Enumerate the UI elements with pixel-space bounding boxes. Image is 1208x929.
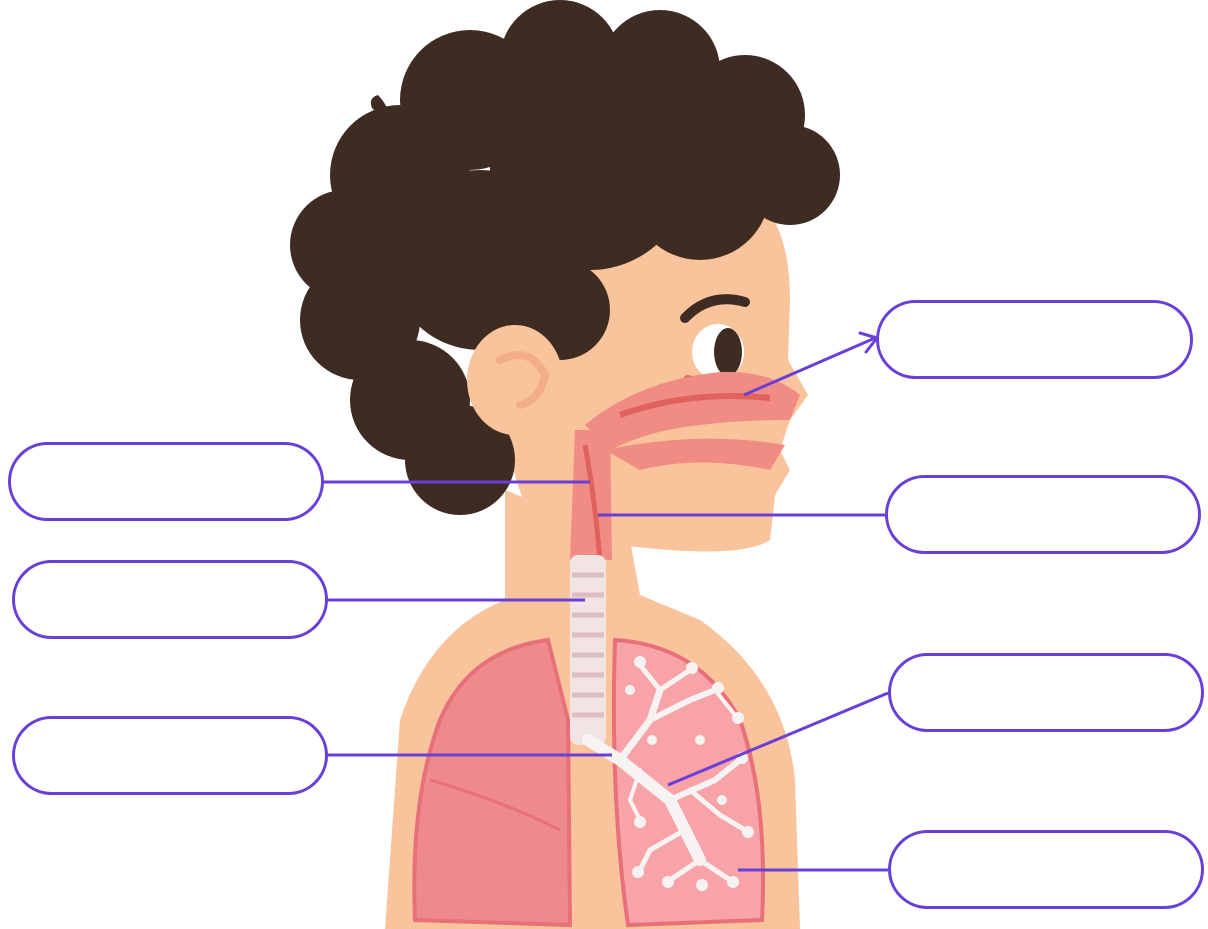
label-box-bronchioles[interactable]: [888, 653, 1204, 732]
label-box-nose[interactable]: [876, 300, 1193, 379]
trachea: [570, 555, 606, 745]
ear: [467, 325, 563, 435]
eye: [692, 324, 744, 380]
label-box-pharynx[interactable]: [8, 442, 324, 521]
label-box-alveoli[interactable]: [888, 830, 1204, 909]
label-box-bronchi[interactable]: [12, 716, 328, 795]
label-box-trachea[interactable]: [12, 560, 328, 639]
label-box-larynx[interactable]: [885, 475, 1201, 554]
